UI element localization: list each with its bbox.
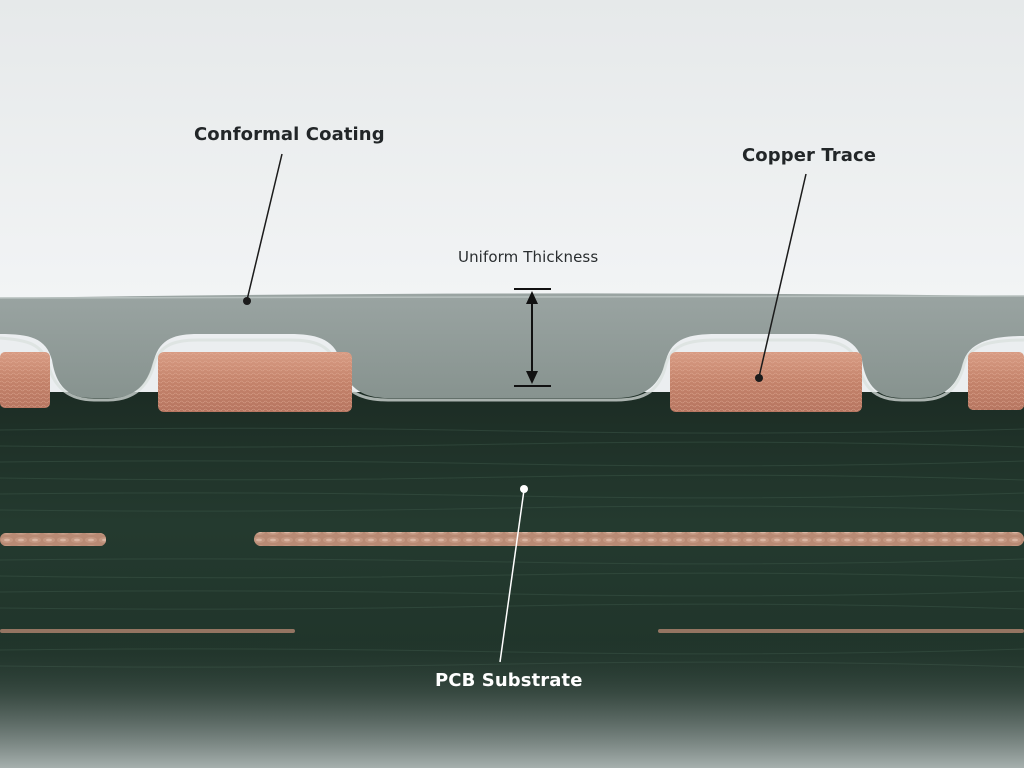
inner-copper-layer-left-texture (0, 533, 106, 546)
label-conformal-coating: Conformal Coating (194, 124, 385, 145)
thickness-arrow (514, 288, 551, 387)
copper-trace-2-texture (158, 352, 352, 412)
conformal-coating-leader (246, 153, 283, 301)
label-copper-trace: Copper Trace (742, 145, 877, 166)
copper-trace-leader (758, 173, 807, 378)
inner-copper-thin-left (0, 629, 295, 633)
background-air (0, 0, 1024, 300)
thickness-arrowhead-down (526, 371, 538, 384)
substrate-bottom-haze (0, 640, 1024, 768)
inner-copper-thin-right (658, 629, 1024, 633)
pcb-substrate-leader (499, 489, 525, 663)
label-pcb-substrate: PCB Substrate (435, 670, 583, 691)
copper-trace-3-texture (670, 352, 862, 412)
pcb-substrate-leader-dot (520, 485, 528, 493)
inner-copper-layer-right-texture (254, 532, 1024, 546)
conformal-coating-layer (0, 293, 1024, 398)
copper-trace-leader-dot (755, 374, 763, 382)
coating-highlight (0, 336, 1024, 402)
copper-trace-4-texture (968, 352, 1024, 410)
conformal-coating-leader-dot (243, 297, 251, 305)
coating-top-edge (0, 295, 1024, 299)
thickness-arrowhead-up (526, 291, 538, 304)
label-uniform-thickness: Uniform Thickness (458, 248, 599, 266)
copper-trace-1-texture (0, 352, 50, 408)
surface-copper-traces (0, 352, 1024, 412)
